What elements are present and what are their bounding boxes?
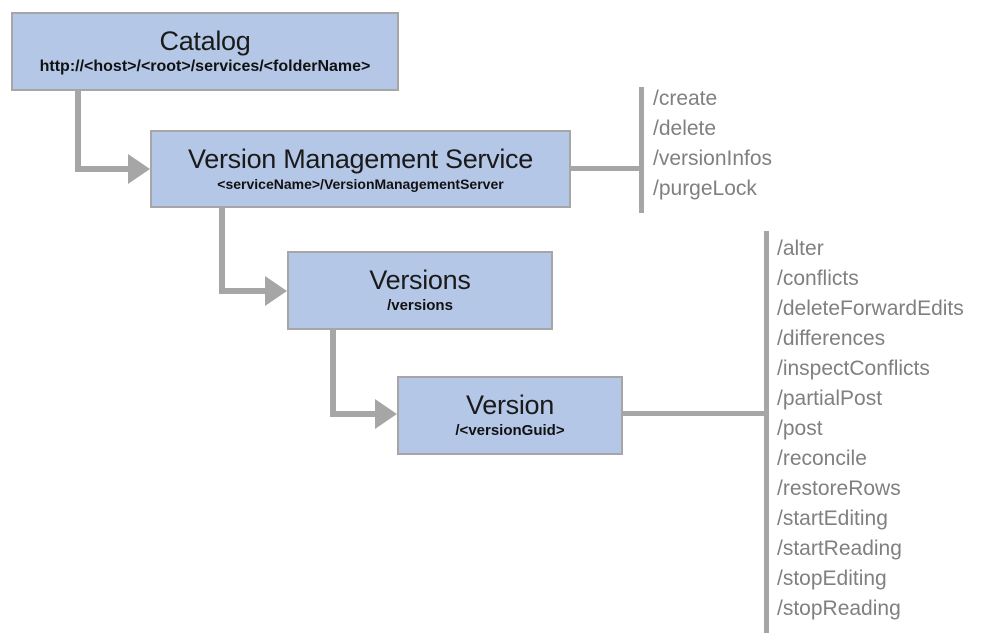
connector-catalog-to-vms-vertical xyxy=(75,91,81,172)
endpoint-item: /stopReading xyxy=(777,597,901,620)
endpoint-item: /differences xyxy=(777,327,886,350)
endpoint-item: /versionInfos xyxy=(653,147,773,170)
catalog-url: http://<host>/<root>/services/<folderNam… xyxy=(39,57,371,75)
vms-endpoints-bracket-bar xyxy=(639,87,644,213)
connector-vms-to-versions-horizontal xyxy=(219,288,267,294)
endpoint-item: /deleteForwardEdits xyxy=(777,297,964,320)
endpoint-item: /inspectConflicts xyxy=(777,357,930,380)
arrow-right-icon xyxy=(265,276,287,306)
version-title: Version xyxy=(466,390,554,421)
endpoint-item: /conflicts xyxy=(777,267,859,290)
connector-versions-to-version-vertical xyxy=(330,330,336,417)
connector-catalog-to-vms-horizontal xyxy=(75,166,130,172)
connector-vms-to-endpoints xyxy=(571,166,639,171)
versions-title: Versions xyxy=(369,265,471,296)
version-management-service-node: Version Management Service <serviceName>… xyxy=(150,130,571,208)
version-node: Version /<versionGuid> xyxy=(397,376,623,455)
version-endpoints-list: /alter /conflicts /deleteForwardEdits /d… xyxy=(777,234,964,624)
endpoint-item: /create xyxy=(653,87,718,110)
versions-url: /versions xyxy=(387,297,453,315)
arrow-right-icon xyxy=(375,399,397,429)
version-management-service-title: Version Management Service xyxy=(188,144,533,175)
endpoint-item: /delete xyxy=(653,117,717,140)
endpoint-item: /startReading xyxy=(777,537,902,560)
connector-versions-to-version-horizontal xyxy=(330,411,377,417)
arrow-right-icon xyxy=(128,154,150,184)
endpoint-item: /purgeLock xyxy=(653,177,757,200)
endpoint-item: /startEditing xyxy=(777,507,888,530)
endpoint-item: /alter xyxy=(777,237,824,260)
endpoint-item: /restoreRows xyxy=(777,477,901,500)
version-management-service-url: <serviceName>/VersionManagementServer xyxy=(217,176,504,193)
catalog-node: Catalog http://<host>/<root>/services/<f… xyxy=(11,12,399,91)
catalog-title: Catalog xyxy=(159,25,251,56)
vms-endpoints-list: /create /delete /versionInfos /purgeLock xyxy=(653,84,772,204)
endpoint-item: /post xyxy=(777,417,823,440)
version-url: /<versionGuid> xyxy=(455,422,565,440)
endpoint-item: /stopEditing xyxy=(777,567,887,590)
endpoint-item: /reconcile xyxy=(777,447,867,470)
versions-node: Versions /versions xyxy=(287,251,553,330)
connector-version-to-endpoints xyxy=(622,411,764,416)
version-endpoints-bracket-bar xyxy=(764,231,769,633)
endpoint-item: /partialPost xyxy=(777,387,883,410)
connector-vms-to-versions-vertical xyxy=(219,208,225,294)
